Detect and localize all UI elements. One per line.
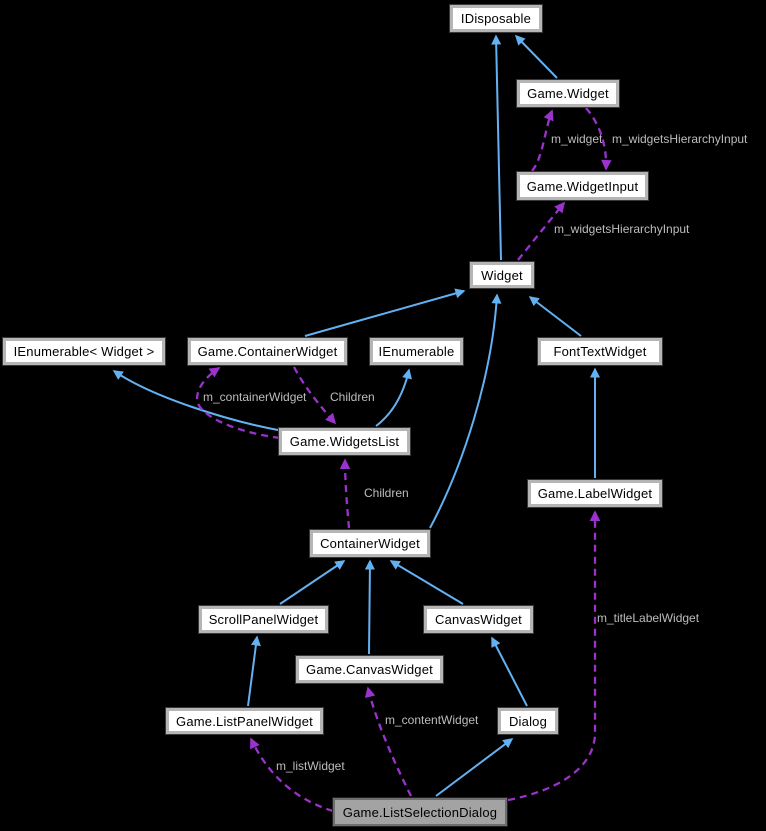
edge-m-widgetshierarchyinput-gamewidget [585,107,612,171]
edge-m-titlelabelwidget [507,510,601,802]
edge-label-m-contentwidget: m_contentWidget [385,713,479,727]
node-ienumerable[interactable]: IEnumerable [370,338,463,365]
edge-children-upper [292,366,337,425]
node-fonttextwidget[interactable]: FontTextWidget [538,338,662,365]
edge-gamecontainerwidget-widget [304,288,466,337]
edge-widget-idisposable [491,34,502,261]
edge-label-children-lower: Children [364,486,409,500]
node-game-canvaswidget[interactable]: Game.CanvasWidget [296,656,443,683]
edge-m-contentwidget [364,686,413,797]
edge-gamecanvaswidget-containerwidget [364,559,375,655]
node-dialog[interactable]: Dialog [498,708,558,734]
edge-m-containerwidget [195,367,281,440]
edge-label-m-widgetshierarchyinput-top: m_widgetsHierarchyInput [612,132,748,146]
edge-children-lower [339,458,351,529]
node-game-listpanelwidget[interactable]: Game.ListPanelWidget [166,708,323,734]
edge-listpanelwidget-scrollpanelwidget [247,635,261,707]
node-game-listselectiondialog[interactable]: Game.ListSelectionDialog [333,798,507,826]
edge-label-m-listwidget: m_listWidget [276,759,345,773]
node-scrollpanelwidget[interactable]: ScrollPanelWidget [199,606,328,633]
node-game-widgetinput[interactable]: Game.WidgetInput [517,172,648,200]
edge-m-widgetshierarchyinput-widget [517,201,565,261]
edge-m-widget [531,109,554,172]
edge-label-children-upper: Children [330,390,375,404]
node-idisposable[interactable]: IDisposable [450,5,542,32]
node-widget[interactable]: Widget [470,262,534,288]
edge-fonttextwidget-widget [528,296,582,337]
node-game-widget[interactable]: Game.Widget [517,80,619,107]
edge-label-m-widgetshierarchyinput-mid: m_widgetsHierarchyInput [554,222,690,236]
node-game-labelwidget[interactable]: Game.LabelWidget [528,480,662,507]
edge-gamewidget-idisposable [514,34,558,79]
node-game-containerwidget[interactable]: Game.ContainerWidget [188,338,347,365]
edge-label-m-widget: m_widget [551,132,603,146]
node-ienumerable-widget[interactable]: IEnumerable< Widget > [3,338,165,365]
edge-listselectiondialog-dialog [435,738,514,797]
edge-m-listwidget [249,737,334,813]
node-containerwidget[interactable]: ContainerWidget [310,530,430,557]
edge-scrollpanelwidget-containerwidget [279,560,346,605]
edge-dialog-canvaswidget [491,636,528,707]
edge-label-m-containerwidget: m_containerWidget [203,390,307,404]
node-canvaswidget[interactable]: CanvasWidget [424,606,533,633]
edge-widgetslist-ienumerable [375,368,412,427]
edge-containerwidget-widget [429,293,502,529]
edge-label-m-titlelabelwidget: m_titleLabelWidget [597,611,700,625]
edge-canvaswidget-containerwidget [389,560,464,605]
edge-widgetslist-ienumerablewidget [112,370,284,432]
node-game-widgetslist[interactable]: Game.WidgetsList [279,428,410,455]
